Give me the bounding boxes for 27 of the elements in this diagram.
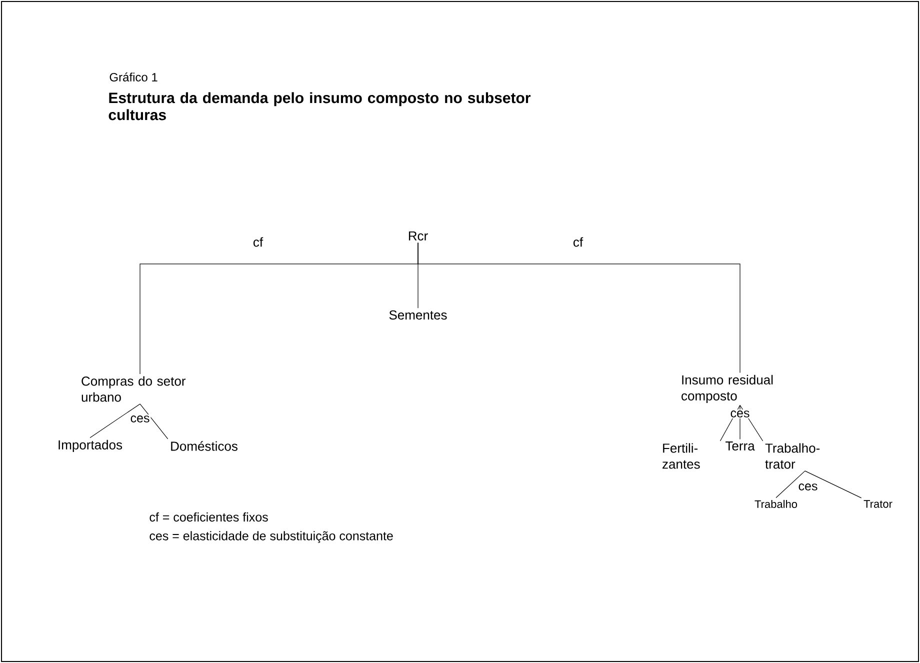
note-text: cf = coeficientes fixos: [148, 511, 270, 523]
figure-number: Gráfico 1: [108, 72, 159, 82]
node-text: Rcr: [408, 231, 428, 241]
title: Estrutura da demanda pelo insumo composto no subsetor culturas: [108, 92, 531, 120]
note-text: ces = elasticidade de substituição constante: [148, 530, 394, 544]
connector-line: [90, 404, 140, 438]
node-text: Domésticos: [171, 441, 238, 451]
connector-line: [740, 404, 764, 442]
node-text: Fertili- zantes: [662, 443, 700, 469]
node-text: Terra: [726, 441, 755, 451]
edge-label: cf: [254, 237, 264, 247]
connector-line: [140, 404, 168, 440]
note-text: ces: [797, 482, 819, 492]
node-text: Sementes: [389, 310, 447, 320]
node-text: Importados: [58, 440, 122, 452]
node-text: Trabalho- trator: [765, 443, 820, 469]
connector-line: [776, 470, 806, 498]
note-text: ces: [129, 414, 151, 424]
node-text: Trator: [864, 500, 892, 508]
note-text: ces: [729, 410, 751, 418]
connector-line: [720, 404, 740, 442]
edge-label: cf: [574, 237, 584, 247]
node-text: Insumo residual composto: [682, 374, 773, 404]
node-text: Trabalho: [754, 500, 798, 508]
node-text: Compras do setor urbano: [82, 376, 186, 402]
connector-line: [418, 242, 740, 374]
connector-line: [804, 470, 862, 498]
